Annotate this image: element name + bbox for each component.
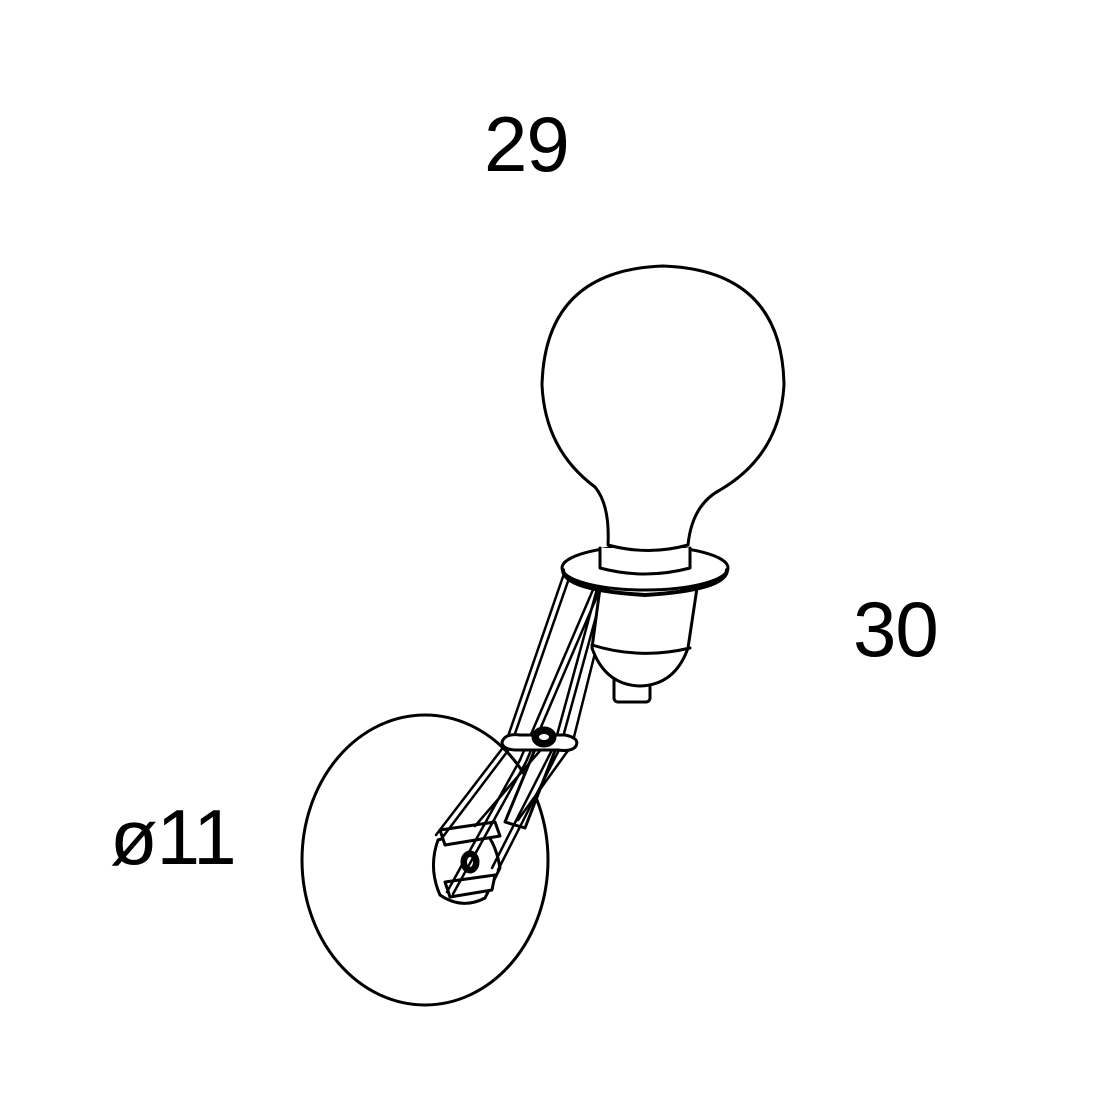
wire-clamp xyxy=(500,726,579,752)
socket-flange xyxy=(560,544,730,597)
bulb-socket xyxy=(590,586,699,704)
dimension-width-label: 29 xyxy=(484,100,570,188)
globe-bulb xyxy=(540,264,786,552)
wall-disc-base xyxy=(300,713,550,1007)
dimension-height-label: 30 xyxy=(853,585,939,673)
dimension-diameter-label: ø11 xyxy=(110,793,237,881)
